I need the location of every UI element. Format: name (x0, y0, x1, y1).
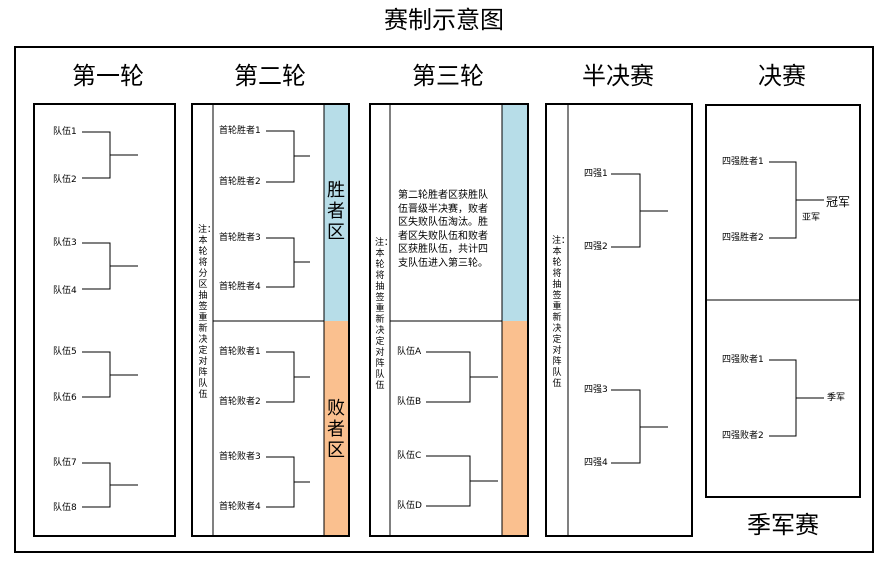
third-place-team-1: 四强败者1 (722, 355, 764, 365)
round3-description: 第二轮胜者区获胜队伍晋级半决赛，败者区失败队伍淘汰。胜者区失败队伍和败者区获胜队… (398, 190, 488, 269)
semifinal-panel (545, 103, 693, 537)
round3-team-b: 队伍B (397, 397, 422, 407)
round1-team-5: 队伍5 (53, 347, 77, 357)
round2-winner-3: 首轮胜者3 (219, 233, 261, 243)
round1-title: 第一轮 (72, 62, 144, 90)
round2-loser-3: 首轮败者3 (219, 452, 261, 462)
round2-loser-1: 首轮败者1 (219, 347, 261, 357)
semifinal-team-1: 四强1 (584, 169, 608, 179)
third-place-team-2: 四强败者2 (722, 431, 764, 441)
round3-team-c: 队伍C (397, 451, 422, 461)
champion-label: 冠军 (826, 195, 851, 209)
runner-up-label: 亚军 (802, 213, 821, 223)
round2-winner-1: 首轮胜者1 (219, 126, 261, 136)
diagram-title: 赛制示意图 (384, 6, 504, 34)
winners-zone (324, 105, 348, 321)
semifinal-note: 注：本轮将抽签重新决定对阵队伍 (552, 236, 571, 389)
losers-zone (324, 321, 348, 535)
final-team-1: 四强胜者1 (722, 157, 764, 167)
round3-title: 第三轮 (412, 62, 484, 90)
round1-team-4: 队伍4 (53, 286, 77, 296)
round3-team-a: 队伍A (397, 347, 422, 357)
third-place-match-title: 季军赛 (747, 511, 819, 539)
round2-loser-2: 首轮败者2 (219, 397, 261, 407)
round1-team-3: 队伍3 (53, 238, 77, 248)
final-team-2: 四强胜者2 (722, 233, 764, 243)
round1-panel (33, 103, 176, 537)
round2-winner-2: 首轮胜者2 (219, 177, 261, 187)
round1-team-7: 队伍7 (53, 458, 77, 468)
round2-winner-4: 首轮胜者4 (219, 282, 261, 292)
final-title: 决赛 (758, 62, 806, 90)
round3-note: 注：本轮将抽签重新决定对阵队伍 (375, 238, 394, 391)
semifinal-team-2: 四强2 (584, 242, 608, 252)
losers-zone-label: 败者区 (327, 398, 345, 461)
semifinal-team-3: 四强3 (584, 385, 608, 395)
round1-team-8: 队伍8 (53, 503, 77, 513)
round2-loser-4: 首轮败者4 (219, 502, 261, 512)
round3-advance-zone (502, 105, 527, 321)
round3-match-zone (502, 321, 527, 535)
round3-team-d: 队伍D (397, 501, 422, 511)
third-place-label: 季军 (827, 393, 846, 403)
round1-team-6: 队伍6 (53, 393, 77, 403)
round1-team-2: 队伍2 (53, 175, 77, 185)
round2-note: 注：本轮将分区抽签重新决定对阵队伍 (198, 225, 217, 400)
semifinal-team-4: 四强4 (584, 458, 608, 468)
semifinal-title: 半决赛 (582, 62, 654, 90)
winners-zone-label: 胜者区 (327, 180, 345, 243)
round2-title: 第二轮 (234, 62, 306, 90)
round1-team-1: 队伍1 (53, 127, 77, 137)
